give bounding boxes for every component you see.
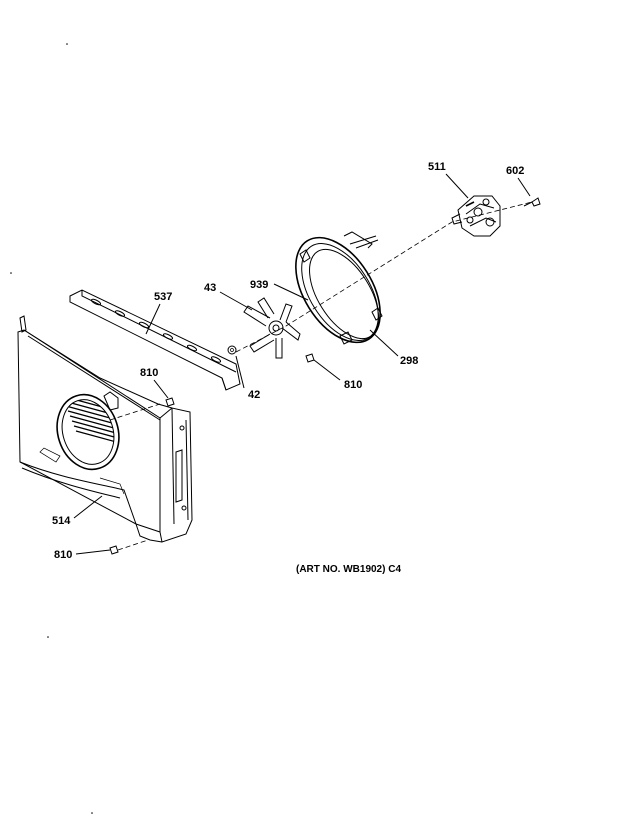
nut-42	[227, 345, 237, 355]
axis-panel	[109, 403, 161, 421]
scan-specks	[10, 43, 93, 814]
screw-810-b	[305, 353, 315, 363]
fan-blade-43	[243, 297, 301, 359]
grille-bar	[67, 410, 113, 424]
assembly-axis	[235, 201, 533, 353]
label-298: 298	[400, 355, 418, 367]
bracket-slot	[138, 321, 150, 329]
grille-bar	[69, 415, 115, 429]
motor-511	[451, 195, 501, 237]
label-43: 43	[204, 282, 216, 294]
bracket-slot	[114, 310, 126, 317]
grille-bar	[57, 392, 103, 399]
bracket-slot	[210, 356, 222, 363]
label-537: 537	[154, 291, 172, 303]
grille-bar	[73, 425, 119, 439]
label-514: 514	[52, 515, 71, 527]
art-number-caption: (ART NO. WB1902) C4	[296, 564, 401, 575]
label-810-a: 810	[140, 367, 158, 379]
bracket-537	[69, 289, 241, 391]
screw-810-a	[165, 397, 175, 407]
screw-810-c	[109, 545, 119, 555]
grille-bar	[75, 430, 121, 444]
axis-lower-screw	[117, 539, 149, 551]
bracket-slot	[186, 344, 198, 352]
grille-bar	[71, 420, 117, 434]
label-810-c: 810	[54, 549, 72, 561]
label-42: 42	[248, 389, 260, 401]
heating-element-298	[295, 231, 383, 345]
bracket-slot	[90, 298, 102, 306]
bracket-slot	[162, 333, 174, 340]
label-810-b: 810	[344, 379, 362, 391]
label-602: 602	[506, 165, 524, 177]
grille-bar	[65, 405, 111, 419]
screw-602	[523, 197, 541, 207]
label-511: 511	[428, 161, 446, 173]
label-939: 939	[250, 279, 268, 291]
grille-bar	[55, 392, 101, 394]
leader-lines	[73, 173, 531, 555]
